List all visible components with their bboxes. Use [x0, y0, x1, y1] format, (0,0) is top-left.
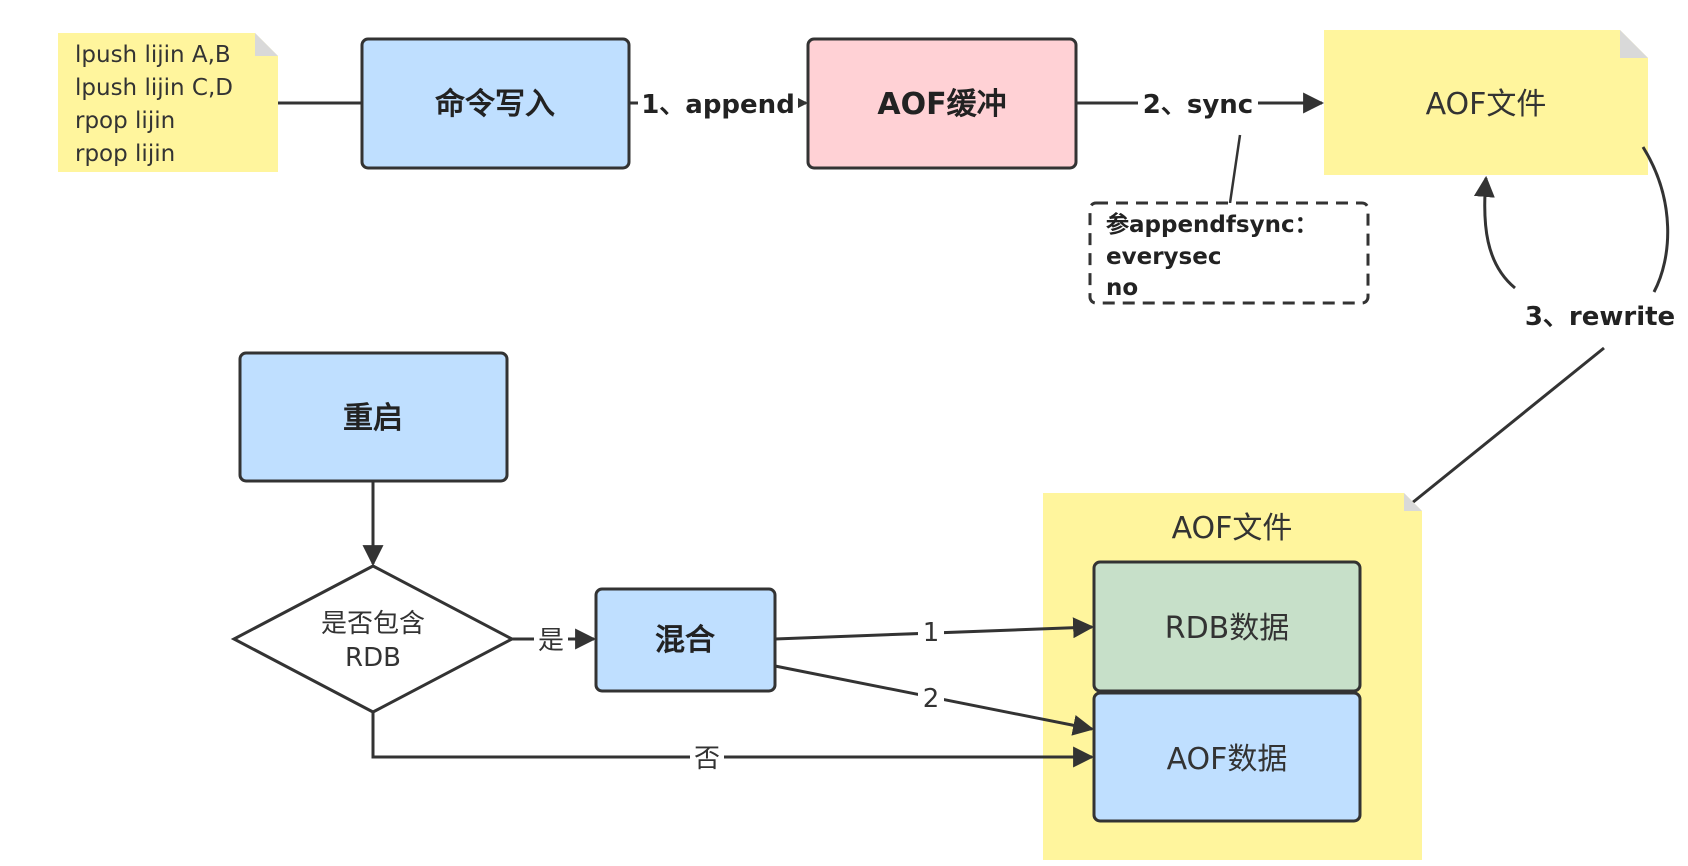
command-line-1: lpush lijin A,B: [75, 42, 231, 68]
edge-1-label: 1: [923, 618, 940, 648]
commands-note: lpush lijin A,B lpush lijin C,D rpop lij…: [58, 33, 278, 172]
yes-label: 是: [538, 626, 564, 656]
param-line-2: everysec: [1106, 244, 1221, 270]
command-line-3: rpop lijin: [75, 108, 175, 134]
sync-label: 2、sync: [1143, 90, 1253, 120]
aof-data-node: AOF数据: [1092, 691, 1362, 823]
mixed-node: 混合: [594, 587, 777, 693]
rewrite-label: 3、rewrite: [1525, 302, 1675, 332]
no-arrow: [371, 712, 1095, 768]
contains-rdb-decision: 是否包含 RDB: [230, 564, 516, 714]
aof-buffer-label: AOF缓冲: [877, 87, 1006, 122]
command-write-label: 命令写入: [435, 87, 555, 122]
mixed-label: 混合: [655, 623, 715, 658]
aof-buffer-node: AOF缓冲: [806, 37, 1078, 170]
command-line-4: rpop lijin: [75, 141, 175, 167]
appendfsync-note: 参appendfsync： everysec no: [1088, 201, 1370, 305]
edge-2-label: 2: [923, 684, 940, 714]
decision-label-1: 是否包含: [321, 609, 425, 639]
param-connector: [1228, 134, 1242, 204]
rewrite-loop-in: [1473, 175, 1516, 290]
aof-file-top-label: AOF文件: [1426, 87, 1547, 122]
param-line-1: 参appendfsync：: [1106, 211, 1318, 238]
append-label: 1、append: [641, 90, 795, 120]
aof-file-top-node: AOF文件: [1324, 30, 1648, 175]
aof-file-container-label: AOF文件: [1172, 511, 1293, 546]
param-line-3: no: [1106, 275, 1138, 301]
rewrite-loop-out: [1641, 146, 1670, 293]
rdb-data-node: RDB数据: [1092, 560, 1362, 693]
rdb-data-label: RDB数据: [1165, 611, 1290, 646]
restart-label: 重启: [343, 401, 403, 436]
command-line-2: lpush lijin C,D: [75, 75, 233, 101]
command-write-node: 命令写入: [360, 37, 631, 170]
decision-label-2: RDB: [345, 643, 401, 673]
rewrite-to-file-line: [1411, 346, 1605, 505]
restart-node: 重启: [238, 351, 509, 483]
aof-data-label: AOF数据: [1167, 742, 1288, 777]
no-label: 否: [694, 744, 720, 774]
